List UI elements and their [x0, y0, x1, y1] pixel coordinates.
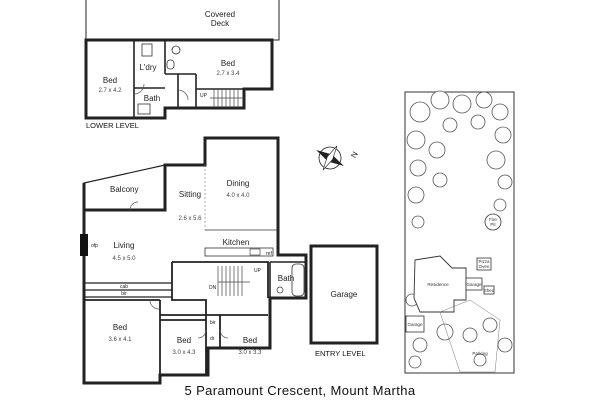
pizza-oven-label: Pizza	[478, 259, 490, 264]
washer	[171, 45, 181, 55]
lower-bath-label: Bath	[144, 94, 160, 103]
cab-strip	[84, 282, 172, 291]
kitchen-label: Kitchen	[223, 238, 250, 247]
fire-pit	[484, 213, 502, 231]
fire-pit-label-2: Pit	[490, 222, 496, 227]
bed-main-label: Bed	[113, 323, 127, 332]
lower-stairs-up-label: UP	[200, 93, 208, 99]
bed-right-size: 3.0 x 3.3	[238, 350, 262, 356]
entry-bath-walls	[269, 261, 306, 299]
sitting-label: Sitting	[179, 190, 201, 199]
compass-north-label: N	[349, 150, 360, 160]
compass-needle-cross	[322, 145, 338, 171]
parking-label: Parking	[472, 351, 488, 356]
property-address: 5 Paramount Crescent, Mount Martha	[184, 383, 415, 398]
bedrooms-walls	[84, 299, 221, 383]
robe-dr-label: dr	[210, 336, 215, 342]
covered-deck-label-2: Deck	[211, 19, 230, 28]
lower-bed-left-label: Bed	[103, 76, 117, 85]
toilet	[166, 59, 175, 70]
lower-level-title: LOWER LEVEL	[86, 121, 139, 130]
fire-pit-label: Fire	[489, 217, 497, 222]
bed-main-size: 3.6 x 4.1	[108, 337, 132, 343]
cab-label: cab	[120, 284, 128, 290]
lower-bed-right-size: 2.7 x 3.4	[216, 71, 240, 77]
living-label: Living	[114, 241, 135, 250]
bir-left-label: bir	[121, 291, 127, 297]
sitting-dining-size: 2.6 x 5.6	[178, 216, 202, 222]
entry-bath-basin	[276, 286, 284, 294]
balcony-outline	[83, 164, 166, 211]
dining-size: 4.0 x 4.0	[226, 193, 250, 199]
pizza-oven-label-2: Oven	[479, 264, 490, 269]
residence-footprint	[413, 255, 467, 313]
entry-stairs-up-label: UP	[254, 268, 262, 274]
bed-mid-door-arc	[197, 329, 207, 339]
site-garage	[465, 277, 483, 291]
entry-level-plan: UP DN Balcony Sitting Dining 4.0 x 4.0 2…	[80, 136, 379, 385]
dining-label: Dining	[227, 179, 250, 188]
entry-bath-label: Bath	[278, 274, 294, 283]
bed-main-door-arc	[149, 299, 160, 310]
balcony-label: Balcony	[110, 185, 138, 194]
bir-right-label: bir	[210, 320, 216, 326]
entry-stairs	[217, 266, 250, 296]
entry-bath-tub	[291, 263, 305, 297]
bed-right-door-arc	[219, 329, 229, 339]
shed-label: Shed	[484, 288, 495, 293]
fireplace-label: ofp	[91, 243, 98, 249]
garage-outline	[309, 244, 379, 345]
site-plan: Fire Pit Residence Pizza Oven Garage She…	[404, 90, 515, 374]
lower-bed-left-size: 2.7 x 4.2	[98, 88, 122, 94]
fireplace	[80, 234, 88, 256]
entry-level-title: ENTRY LEVEL	[315, 349, 366, 358]
fridge-label: ref	[266, 251, 272, 257]
site-boundary	[404, 91, 515, 374]
lower-door-arc-2	[133, 83, 145, 95]
lower-door-arc	[177, 89, 189, 101]
lower-bath-vanity	[137, 103, 151, 115]
bed-right-label: Bed	[243, 336, 257, 345]
lower-level-plan: UP Covered Deck L'dry Bed 2.7 x 4.2 Bed …	[84, 0, 280, 130]
residence-label: Residence	[427, 282, 449, 287]
living-size: 4.5 x 5.0	[112, 256, 136, 262]
laundry-tub	[141, 43, 153, 57]
lower-bed-right-label: Bed	[221, 59, 235, 68]
bed-mid-size: 3.0 x 4.3	[172, 350, 196, 356]
shed	[483, 285, 495, 295]
kitchen-sink	[249, 248, 261, 256]
laundry-label: L'dry	[139, 63, 156, 72]
pizza-oven	[476, 257, 492, 271]
site-garage-lower-label: Garage	[407, 322, 423, 327]
lower-stairs	[210, 89, 244, 108]
covered-deck-outline	[85, 0, 280, 41]
lower-level-walls	[84, 38, 274, 120]
covered-deck-label: Covered	[205, 10, 235, 19]
garage-label: Garage	[331, 290, 358, 299]
hall-walls	[171, 261, 269, 316]
bed-mid-label: Bed	[177, 336, 191, 345]
compass-rose	[316, 145, 344, 171]
site-garage-label: Garage	[466, 282, 482, 287]
kitchen-bench	[204, 247, 274, 257]
entry-stairs-dn-label: DN	[209, 285, 217, 291]
site-garage-lower	[405, 315, 425, 333]
balcony-door-arc	[129, 201, 139, 211]
driveway	[439, 299, 501, 373]
lower-level-interior-walls	[133, 40, 244, 118]
